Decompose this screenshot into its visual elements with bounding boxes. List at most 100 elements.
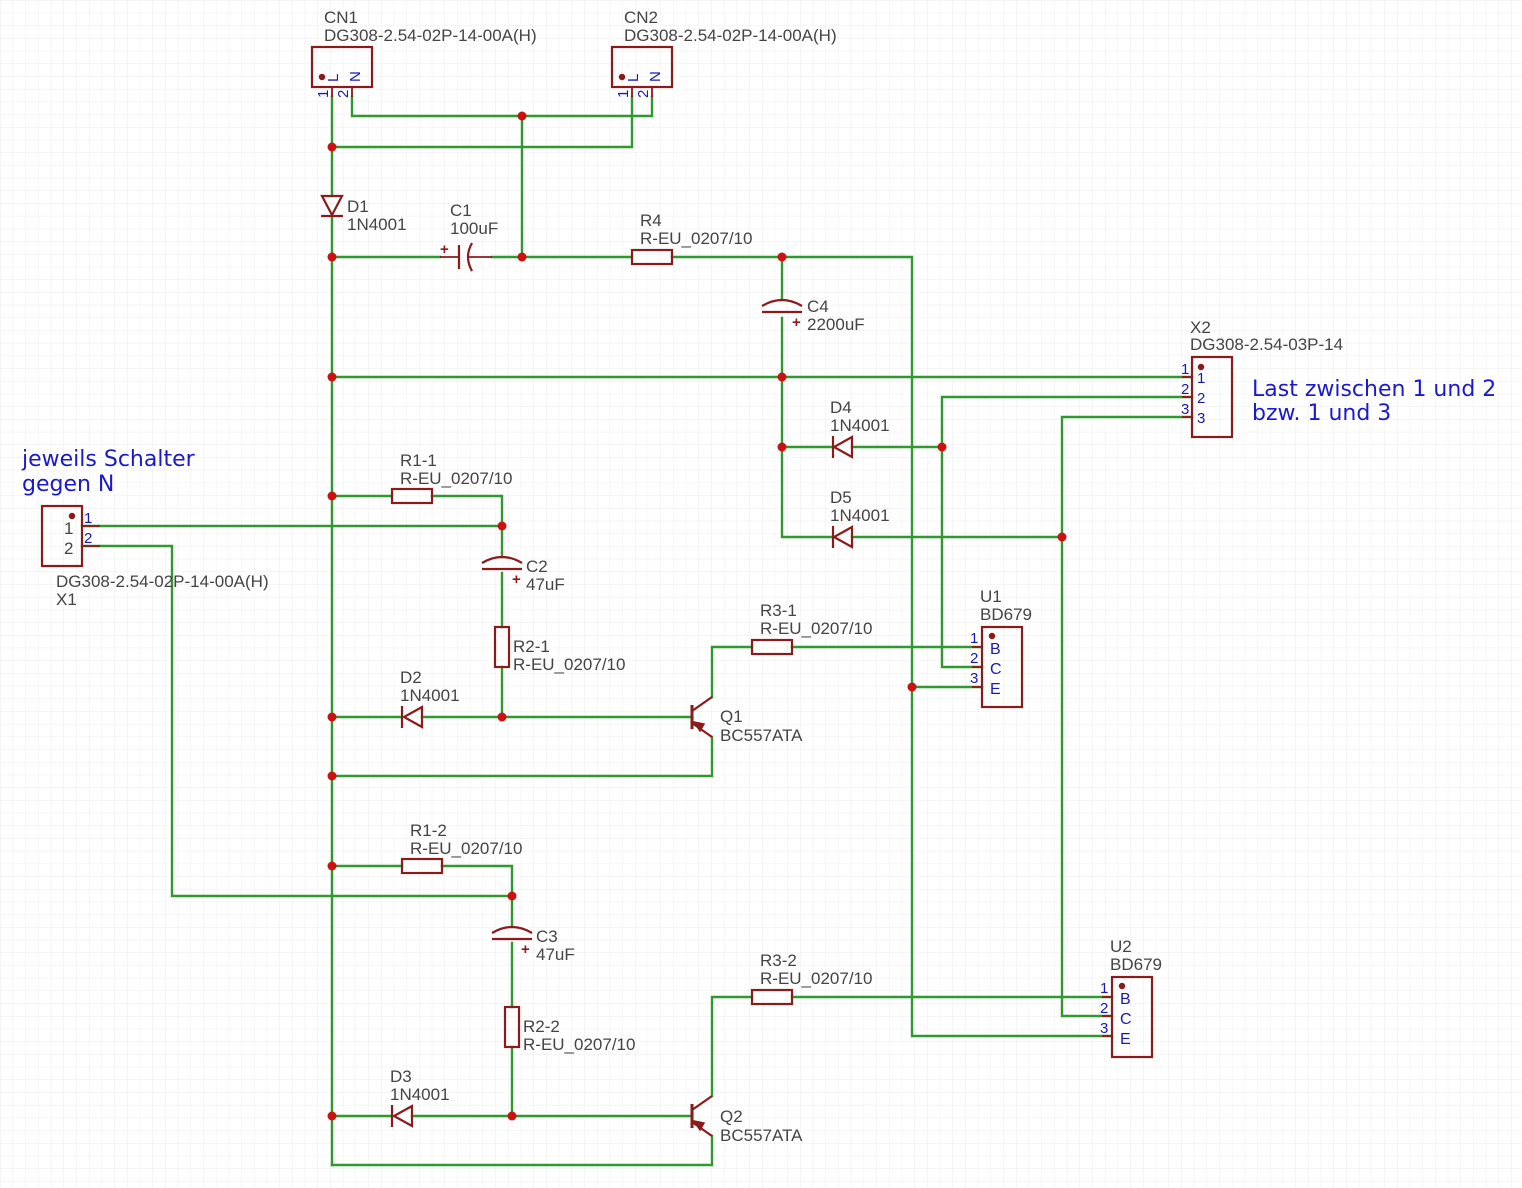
nets	[80, 95, 1194, 1167]
capacitor-c4: + C4 2200uF	[761, 297, 865, 334]
x1-pin1-num: 1	[84, 510, 92, 527]
junction	[327, 491, 337, 501]
x2-value: DG308-2.54-03P-14	[1190, 335, 1343, 354]
u2-pin3-num: 3	[1100, 1020, 1108, 1037]
c2-plus: +	[512, 571, 521, 588]
u2-name: U2	[1110, 937, 1132, 956]
r1-2-value: R-EU_0207/10	[410, 839, 522, 858]
c1-plus: +	[440, 241, 449, 258]
transistor-u1: U1 BD679 1 2 3 B C E	[970, 587, 1032, 709]
resistor-r3-1: R3-1 R-EU_0207/10	[750, 601, 872, 656]
connector-x1: 1 2 1 2 DG308-2.54-02P-14-00A(H) X1	[40, 504, 269, 609]
u1-value: BD679	[980, 605, 1032, 624]
x1-pin2-label: 2	[64, 539, 73, 558]
junction	[517, 111, 527, 121]
u1-sig-e: E	[990, 681, 1001, 698]
wire-r1-1	[330, 494, 504, 559]
wire-x2-pin3	[1060, 415, 1194, 1018]
junction	[327, 252, 337, 262]
d5-value: 1N4001	[830, 506, 890, 525]
r2-2-name: R2-2	[523, 1017, 560, 1036]
u2-sig-e: E	[1120, 1031, 1131, 1048]
r2-2-value: R-EU_0207/10	[523, 1035, 635, 1054]
c3-name: C3	[536, 927, 558, 946]
r4-name: R4	[640, 211, 662, 230]
connector-x2: X2 DG308-2.54-03P-14 1 2 3 1 2 3	[1181, 318, 1343, 439]
r4-value: R-EU_0207/10	[640, 229, 752, 248]
c1-name: C1	[450, 201, 472, 220]
junction	[507, 1111, 517, 1121]
capacitor-c1: + C1 100uF	[440, 201, 498, 272]
d1-name: D1	[347, 197, 369, 216]
wire-q1-emitter	[330, 735, 714, 778]
u1-pin3-num: 3	[970, 670, 978, 687]
x1-name: X1	[56, 590, 77, 609]
c2-value: 47uF	[526, 575, 565, 594]
q1-value: BC557ATA	[720, 726, 803, 745]
x2-pin2-label: 2	[1197, 390, 1205, 407]
junction	[327, 142, 337, 152]
c1-value: 100uF	[450, 219, 498, 238]
u1-name: U1	[980, 587, 1002, 606]
x1-value: DG308-2.54-02P-14-00A(H)	[56, 572, 269, 591]
junction	[497, 521, 507, 531]
transistor-q2: Q2 BC557ATA	[690, 1095, 803, 1145]
transistor-u2: U2 BD679 1 2 3 B C E	[1100, 937, 1162, 1059]
q2-name: Q2	[720, 1107, 743, 1126]
cn2-pin1: 1	[615, 90, 632, 98]
junction	[777, 372, 787, 382]
junction	[937, 442, 947, 452]
d4-value: 1N4001	[830, 416, 890, 435]
u2-sig-c: C	[1120, 1011, 1132, 1028]
x1-pin2-num: 2	[84, 530, 92, 547]
r3-2-name: R3-2	[760, 951, 797, 970]
junction	[327, 861, 337, 871]
junction	[907, 682, 917, 692]
r1-2-name: R1-2	[410, 821, 447, 840]
x2-pin3-label: 3	[1197, 410, 1205, 427]
wire-x1-pin2	[80, 544, 514, 898]
d4-name: D4	[830, 398, 852, 417]
d2-value: 1N4001	[400, 686, 460, 705]
capacitor-c3: + C3 47uF	[491, 925, 575, 964]
u2-value: BD679	[1110, 955, 1162, 974]
note-load-line1: Last zwischen 1 und 2	[1252, 377, 1496, 402]
wire-n-top	[350, 95, 654, 118]
c4-name: C4	[807, 297, 829, 316]
diode-d4: D4 1N4001	[830, 398, 890, 459]
u2-pin1-num: 1	[1100, 980, 1108, 997]
resistor-r3-2: R3-2 R-EU_0207/10	[750, 951, 872, 1006]
diode-d2: D2 1N4001	[400, 668, 460, 729]
cn1-name: CN1	[324, 8, 358, 27]
r2-1-name: R2-1	[513, 637, 550, 656]
u1-pin1-num: 1	[970, 630, 978, 647]
u1-sig-b: B	[990, 641, 1001, 658]
wire-q2-base-r3	[710, 995, 1114, 1098]
r1-1-name: R1-1	[400, 451, 437, 470]
cn2-name: CN2	[624, 8, 658, 27]
wire-c4	[780, 255, 834, 539]
junction	[327, 1111, 337, 1121]
wire-q1-base-r3	[710, 645, 984, 699]
r3-2-value: R-EU_0207/10	[760, 969, 872, 988]
q2-value: BC557ATA	[720, 1126, 803, 1145]
cn1-pin2: 2	[335, 90, 352, 98]
junction	[1057, 532, 1067, 542]
connector-cn1: CN1 DG308-2.54-02P-14-00A(H) L N 1 2	[310, 8, 537, 98]
cn2-value: DG308-2.54-02P-14-00A(H)	[624, 26, 837, 45]
d3-name: D3	[390, 1067, 412, 1086]
resistor-r1-2: R1-2 R-EU_0207/10	[400, 821, 522, 875]
junction	[517, 252, 527, 262]
junction	[777, 252, 787, 262]
note-load-line2: bzw. 1 und 3	[1252, 401, 1391, 426]
junction	[327, 372, 337, 382]
c3-plus: +	[521, 941, 530, 958]
cn1-value: DG308-2.54-02P-14-00A(H)	[324, 26, 537, 45]
diode-d5: D5 1N4001	[830, 488, 890, 549]
diode-d1: D1 1N4001	[320, 194, 407, 234]
wire-q2-emitter	[330, 1134, 714, 1167]
c2-name: C2	[526, 557, 548, 576]
resistor-r1-1: R1-1 R-EU_0207/10	[390, 451, 512, 505]
cn2-pin2: 2	[635, 90, 652, 98]
d5-name: D5	[830, 488, 852, 507]
